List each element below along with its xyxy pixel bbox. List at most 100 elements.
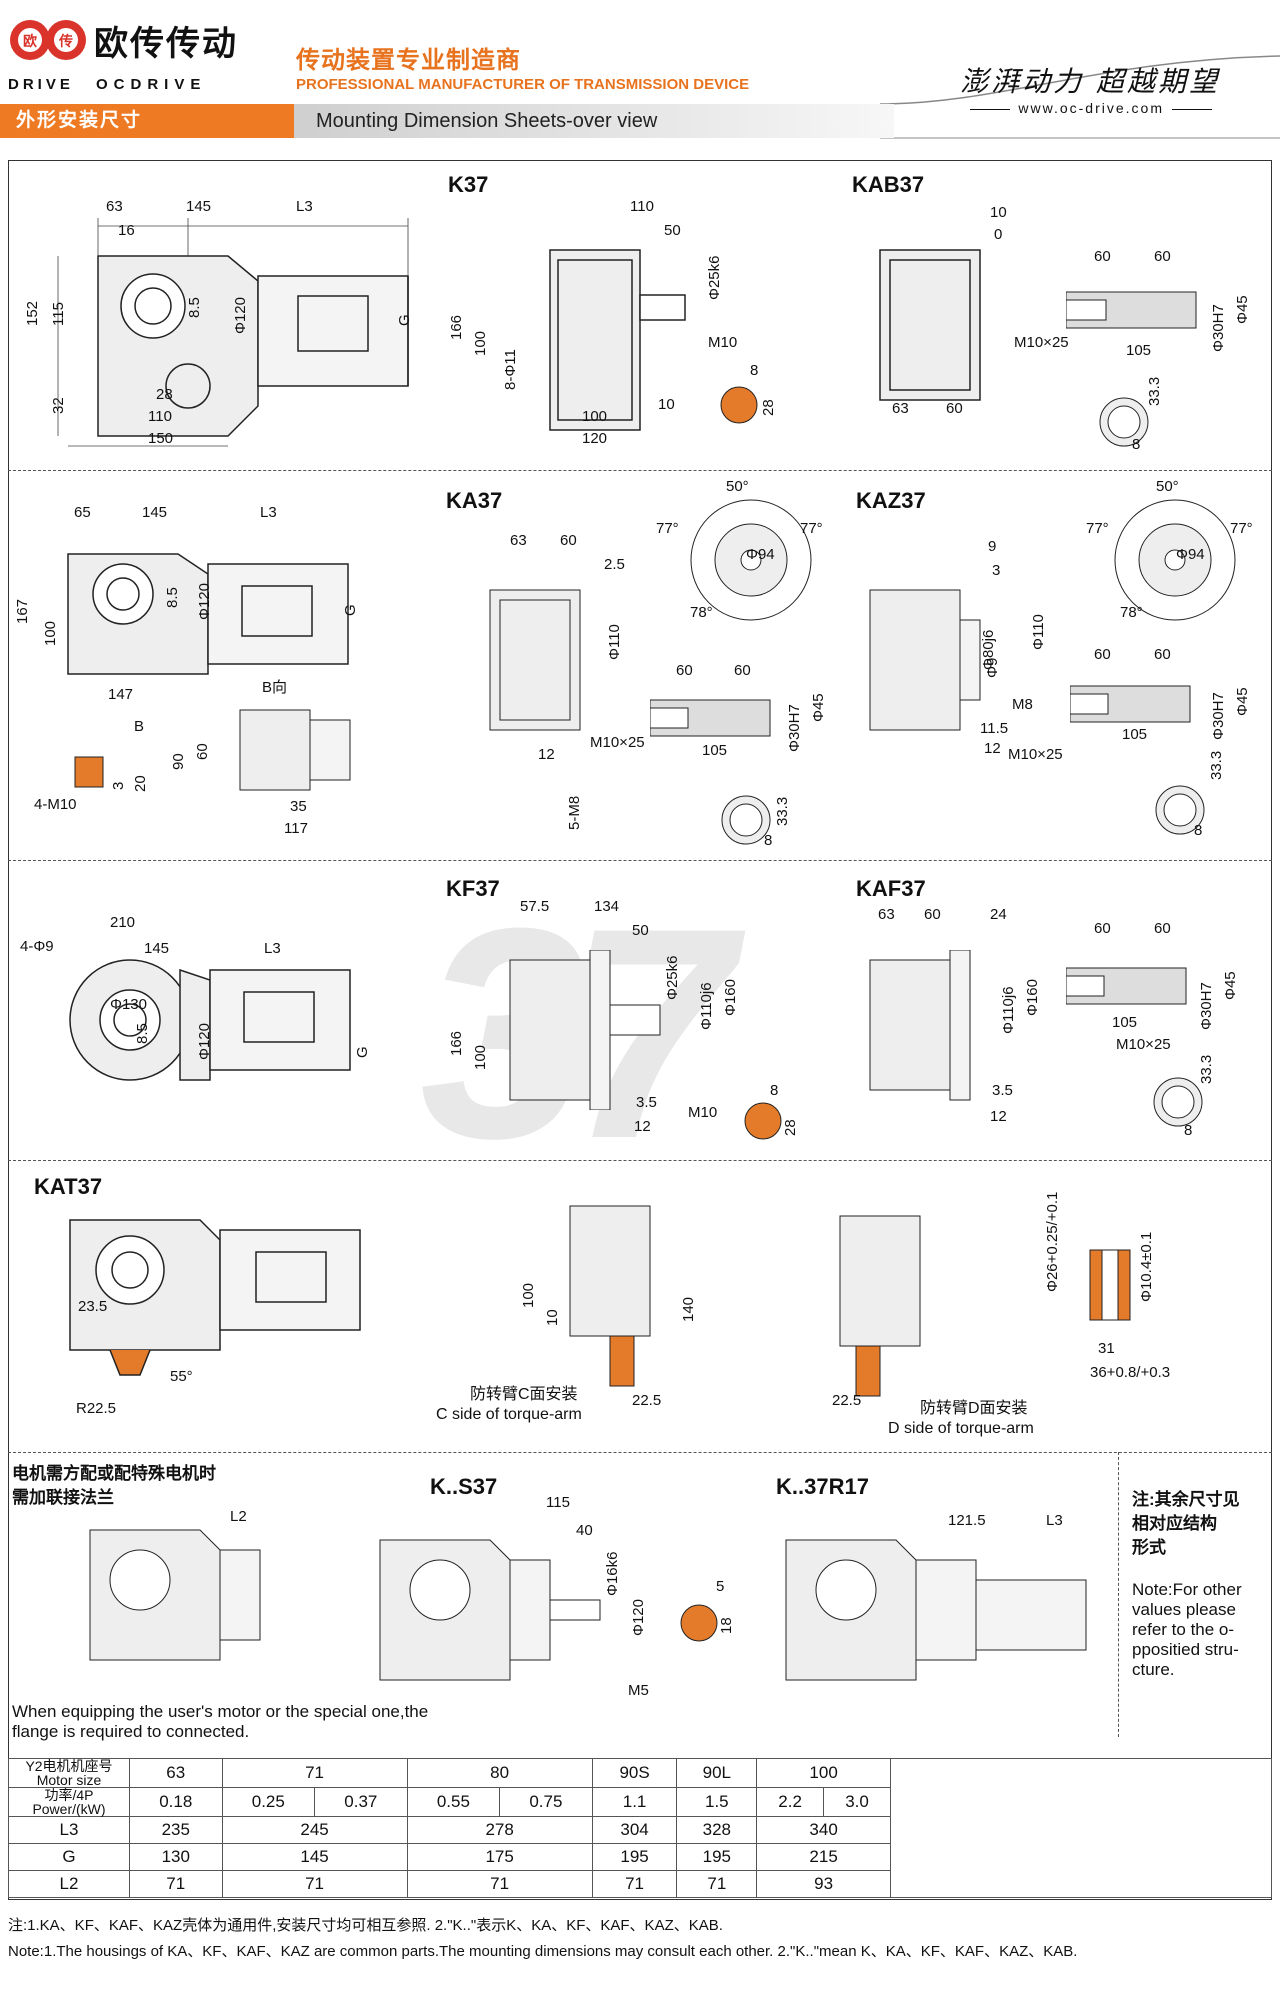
cell-size: 80 [406, 1758, 593, 1788]
dim-k37-phi120: Φ120 [232, 297, 249, 334]
k37-shaft-section [714, 380, 764, 430]
cell-power: 0.55 [406, 1787, 501, 1817]
website-url[interactable]: www.oc-drive.com [962, 100, 1220, 116]
cell-g: 145 [221, 1843, 408, 1871]
label-kat37: KAT37 [34, 1174, 103, 1199]
note-panel [1118, 1452, 1269, 1737]
row-header-l2: L2 [8, 1870, 130, 1898]
cell-l3: 328 [676, 1816, 758, 1844]
kat37-d-side-view [830, 1206, 940, 1406]
dim-kab37-60a: 60 [1094, 248, 1111, 265]
dim-ka37-65: 65 [74, 504, 91, 521]
cell-g: 175 [406, 1843, 593, 1871]
dim-kat37-22p5a: 22.5 [632, 1392, 662, 1409]
dim-ks37-m5: M5 [628, 1682, 649, 1699]
dim-kat37-phi26: Φ26+0.25/+0.1 [1044, 1191, 1061, 1292]
dim-kab37-60c: 60 [946, 400, 963, 417]
dim-ka37-60: 60 [194, 743, 211, 760]
dim-k37-32: 32 [50, 397, 67, 414]
kaf37-bore-section [1148, 1072, 1208, 1132]
dim-kf37-3p5: 3.5 [636, 1094, 657, 1111]
dim-k37-28b: 28 [760, 399, 777, 416]
company-logo: 欧 传 [8, 10, 90, 80]
dim-kaz37-11p5: 11.5 [980, 720, 1009, 737]
dim-kaz37-phi30h7: Φ30H7 [1210, 692, 1227, 740]
dim-ka37-b-view: B向 [262, 679, 288, 696]
cell-l2: 71 [406, 1870, 593, 1898]
dim-kaf37-phi160: Φ160 [1024, 979, 1041, 1016]
dim-ka37-50deg: 50° [726, 478, 749, 495]
row-header-motor-size: Y2电机机座号 Motor size [8, 1758, 130, 1788]
table-row-g: G 130 145 175 195 195 215 [8, 1843, 1272, 1871]
kf37-front-view [500, 950, 670, 1110]
table-blank [890, 1816, 1272, 1844]
motor-spec-table: Y2电机机座号 Motor size 63 71 80 90S 90L 100 … [8, 1758, 1272, 1898]
kab37-bore-section [1094, 392, 1154, 452]
cell-l2: 71 [591, 1870, 678, 1898]
divider [8, 1452, 1272, 1453]
cell-power: 0.75 [499, 1787, 593, 1817]
dim-kf37-phi130: Φ130 [110, 996, 147, 1013]
dim-kaz37-phi110: Φ110 [1030, 614, 1047, 650]
row-header-g: G [8, 1843, 130, 1871]
table-row-l2: L2 71 71 71 71 71 93 [8, 1870, 1272, 1898]
cell-size: 90L [676, 1758, 758, 1788]
dim-kat37-22p5b: 22.5 [832, 1392, 862, 1409]
cell-l3: 235 [129, 1816, 223, 1844]
other-note-en: Note:For other values please refer to th… [1132, 1580, 1242, 1679]
dim-kf37-12: 12 [634, 1118, 651, 1135]
cell-g: 215 [756, 1843, 891, 1871]
dim-kab37-phi30h7: Φ30H7 [1210, 304, 1227, 352]
label-ks37: K..S37 [430, 1474, 498, 1499]
cell-l2: 71 [676, 1870, 758, 1898]
ka37-hollow-shaft [650, 688, 790, 748]
dim-kaz37-78deg: 78° [1120, 604, 1143, 621]
cell-l3: 278 [406, 1816, 593, 1844]
dim-kaz37-77deg-b: 77° [1230, 520, 1253, 537]
dim-kaz37-33p3: 33.3 [1208, 750, 1225, 780]
dim-kf37-134: 134 [594, 898, 620, 915]
ks37-shaft-section [674, 1598, 724, 1648]
caption-d-side-en: D side of torque-arm [888, 1420, 1034, 1437]
kf37-shaft-section [738, 1096, 788, 1146]
label-ka37: KA37 [446, 488, 503, 513]
cell-power: 1.1 [591, 1787, 678, 1817]
dim-ka37-4m10: 4-M10 [34, 796, 77, 813]
dim-kf37-100: 100 [472, 1044, 489, 1070]
dim-ka37-60b: 60 [560, 532, 577, 549]
dim-kaf37-12: 12 [990, 1108, 1007, 1125]
kaz37-bore-section [1150, 780, 1210, 840]
dim-kf37-phi110j6: Φ110j6 [698, 982, 715, 1030]
dim-k37-m10: M10 [708, 334, 738, 351]
dim-kf37-phi120: Φ120 [196, 1023, 213, 1060]
ka37-side-view [28, 524, 358, 684]
dim-ka37-8: 8 [764, 832, 773, 849]
dim-k37-166: 166 [448, 314, 465, 340]
dim-kf37-phi25k6: Φ25k6 [664, 955, 681, 1001]
dim-kab37-105: 105 [1126, 342, 1152, 359]
cell-l2: 71 [129, 1870, 223, 1898]
dim-flange-l2: L2 [230, 1508, 247, 1525]
dim-ka37-60c: 60 [676, 662, 693, 679]
cell-l3: 340 [756, 1816, 891, 1844]
caption-c-side-cn: 防转臂C面安装 [470, 1386, 578, 1403]
dim-ka37-8p5: 8.5 [164, 587, 181, 608]
dim-kaz37-60b: 60 [1154, 646, 1171, 663]
dim-ks37-40: 40 [576, 1522, 593, 1539]
dim-kab37-63: 63 [892, 400, 909, 417]
ka37-bore-section [716, 790, 776, 850]
dim-kf37-m10: M10 [688, 1104, 718, 1121]
cell-power: 1.5 [676, 1787, 758, 1817]
tagline-en: PROFESSIONAL MANUFACTURER OF TRANSMISSIO… [296, 76, 750, 93]
kf37-side-view [30, 930, 370, 1100]
dim-kf37-g: G [354, 1046, 371, 1058]
row-header-power: 功率/4P Power/(kW) [8, 1787, 130, 1817]
other-note-cn: 注:其余尺寸见 相对应结构 形式 [1132, 1490, 1240, 1557]
kab37-front-view [860, 240, 1000, 430]
kab37-hollow-shaft [1066, 280, 1216, 340]
dim-ks37-phi16k6: Φ16k6 [604, 1551, 621, 1597]
dim-kaz37-3: 3 [992, 562, 1001, 579]
dim-kaz37-12: 12 [984, 740, 1001, 757]
dim-ka37-167: 167 [14, 598, 31, 624]
dim-k37-110b: 110 [630, 198, 654, 215]
